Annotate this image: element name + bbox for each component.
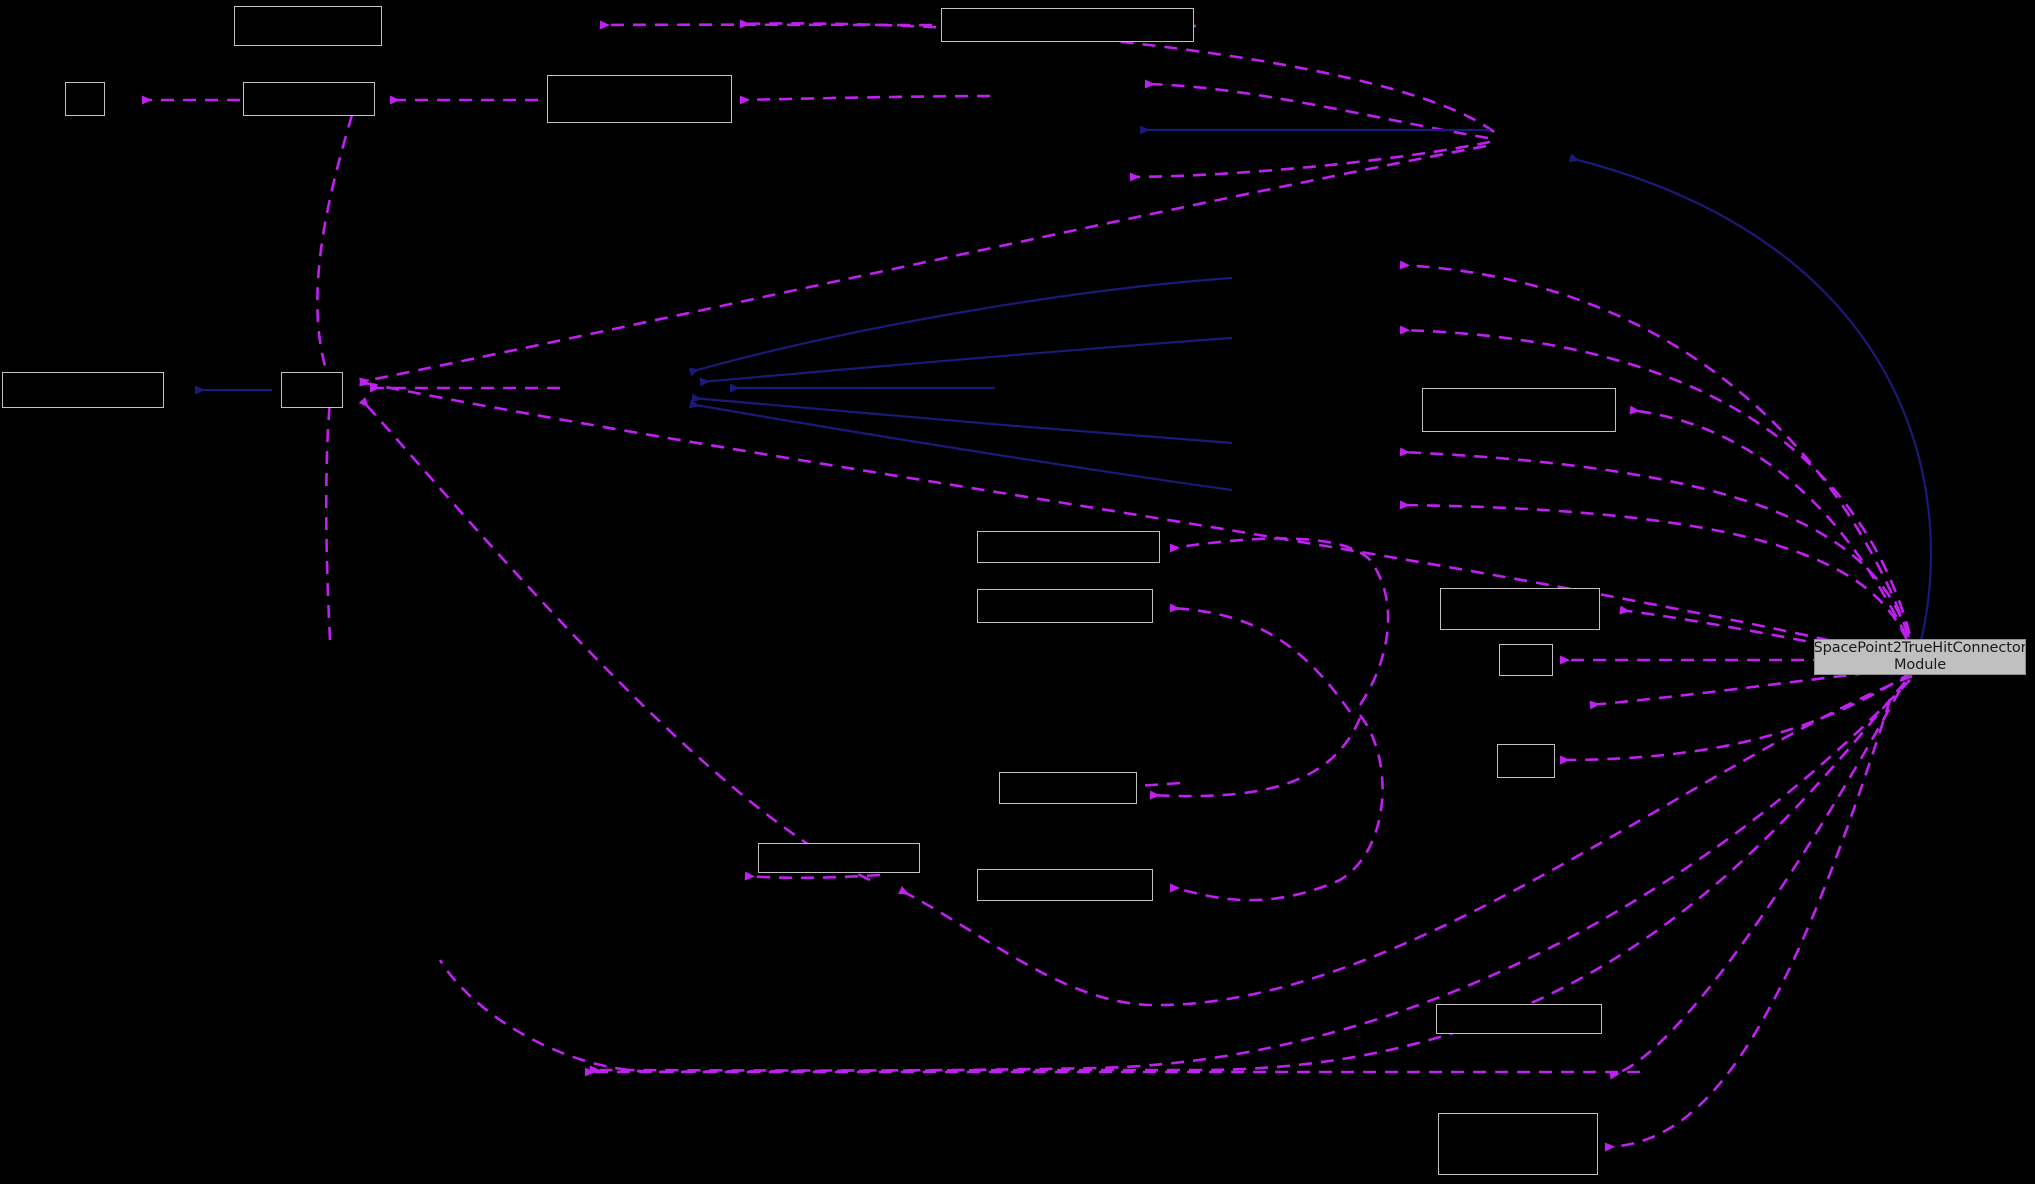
caller-edge-group — [142, 19, 1918, 1152]
graph-node[interactable] — [234, 6, 382, 46]
graph-node[interactable] — [65, 82, 105, 116]
graph-node[interactable] — [547, 75, 732, 123]
graph-node[interactable] — [243, 82, 375, 116]
caller-edge — [744, 871, 881, 881]
caller-edge — [739, 94, 991, 105]
caller-edge — [358, 396, 871, 882]
graph-node[interactable] — [2, 372, 164, 408]
caller-edge — [1559, 670, 1913, 765]
caller-edge — [1169, 714, 1384, 902]
graph-node[interactable] — [941, 8, 1194, 42]
graph-node[interactable] — [281, 372, 343, 408]
caller-edge — [1609, 689, 1902, 1080]
graph-node[interactable] — [1438, 1113, 1598, 1175]
caller-edge — [1169, 603, 1352, 713]
inheritance-edge — [699, 336, 1233, 387]
caller-edge — [316, 114, 354, 384]
inheritance-edge — [688, 276, 1233, 377]
caller-edge — [1169, 537, 1390, 706]
caller-edge — [1129, 140, 1491, 182]
caller-edge — [897, 674, 1913, 1007]
focus-node-spacepoint2truehitconnectormodule[interactable]: SpacePoint2TrueHitConnector Module — [1814, 639, 2026, 675]
graph-node[interactable] — [1422, 388, 1616, 432]
caller-edge — [584, 681, 1906, 1077]
graph-node[interactable] — [1440, 588, 1600, 630]
graph-node[interactable] — [758, 843, 920, 873]
inheritance-edge — [691, 393, 1233, 445]
caller-edge — [1629, 405, 1918, 657]
graph-node[interactable] — [1497, 744, 1555, 778]
inheritance-edge-group — [195, 125, 1932, 646]
graph-node[interactable] — [977, 531, 1160, 563]
caller-edge — [589, 679, 1911, 1075]
graph-node[interactable] — [1499, 644, 1553, 676]
inheritance-edge — [1568, 153, 1932, 646]
caller-edge — [1144, 79, 1489, 140]
graph-node[interactable] — [977, 869, 1153, 901]
caller-edge — [1149, 717, 1362, 800]
caller-edge — [324, 399, 335, 641]
caller-edge — [1604, 699, 1892, 1152]
graph-node[interactable] — [1436, 1004, 1602, 1034]
caller-edge — [1399, 500, 1917, 661]
inheritance-edge — [689, 399, 1233, 492]
caller-edge — [359, 144, 1487, 387]
graph-node[interactable] — [977, 589, 1153, 623]
graph-node[interactable] — [999, 772, 1137, 804]
